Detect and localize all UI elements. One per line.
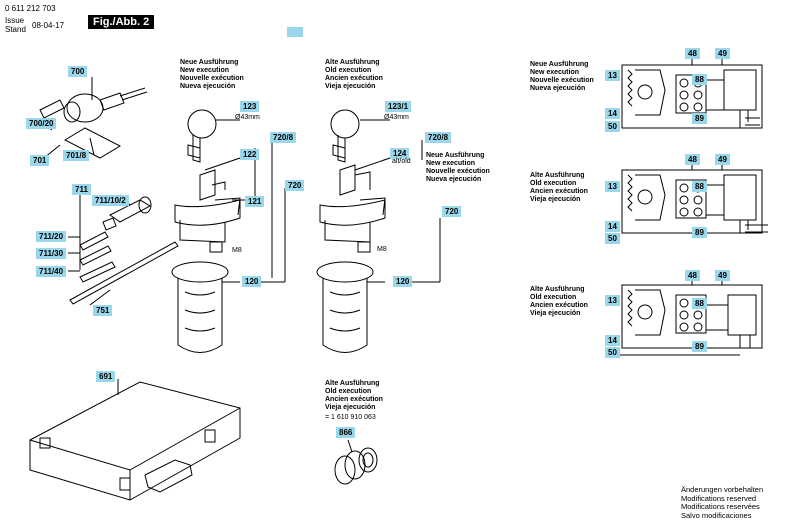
stand-label: Stand [5,25,26,34]
issue-label: Issue [5,16,25,25]
new-execution-block: Neue Ausführung New execution Nouvelle e… [180,59,244,91]
callout-720-8-b: 720/8 [425,132,452,143]
diameter-label: Ø43mm [235,114,260,121]
schematic-3-label-48: 48 [685,270,700,281]
callout-124: 124 [390,148,410,159]
text-line: Nueva ejecución [530,85,586,92]
schematic-2-label-14: 14 [605,221,620,232]
text-line: Vieja ejecución [325,404,376,411]
issue-date: 08-04-17 [32,21,65,30]
schematic-3-label-49: 49 [715,270,730,281]
text-line: Vieja ejecución [325,83,376,90]
schematic-3-text: Alte Ausführung Old execution Ancien exé… [530,286,588,318]
text-line: Neue Ausführung [180,59,239,66]
text-line: Modifications reserved [681,493,757,503]
text-line: Nouvelle exécution [530,77,594,84]
schematic-3 [620,279,763,356]
color-marker [287,27,303,37]
bottom-old-block: Alte Ausführung Old execution Ancien exé… [325,380,383,422]
schematic-2 [621,164,768,234]
callout-121: 121 [245,196,265,207]
schematic-2-label-88: 88 [692,181,707,192]
callout-701-8: 701/8 [63,150,90,161]
text-line: Old execution [530,294,577,301]
text-line: Neue Ausführung [426,152,485,159]
callout-711-20: 711/20 [36,231,67,242]
schematic-1-label-89: 89 [692,113,707,124]
schematic-2-label-13: 13 [605,181,620,192]
callout-866: 866 [336,427,356,438]
callout-700: 700 [68,66,88,77]
callout-691: 691 [96,371,116,382]
text-line: Ancien exécution [530,302,588,309]
schematic-1-text: Neue Ausführung New execution Nouvelle e… [530,61,594,93]
schematic-3-label-13: 13 [605,295,620,306]
schematic-1-label-88: 88 [692,74,707,85]
text-line: Old execution [325,67,372,74]
callout-720-b: 720 [442,206,462,217]
text-line: Änderungen vorbehalten [681,485,764,494]
text-line: Nueva ejecución [426,176,482,183]
callout-711-30: 711/30 [36,248,67,259]
text-line: Alte Ausführung [325,380,380,387]
text-line: New execution [530,69,580,76]
text-line: Ancien exécution [325,75,383,82]
text-line: Old execution [325,388,372,395]
callout-711-40: 711/40 [36,266,67,277]
callout-120-b: 120 [393,276,413,287]
text-line: New execution [180,67,230,74]
figure-label: Fig./Abb. 2 [88,15,155,29]
callout-720-8-a: 720/8 [270,132,297,143]
text-line: Nouvelle exécution [180,75,244,82]
schematic-2-label-49: 49 [715,154,730,165]
callout-120-a: 120 [242,276,262,287]
part-number: 0 611 212 703 [5,4,56,13]
thread-label: M8 [377,246,387,253]
text-line: Ancien exécution [325,396,383,403]
old-execution-block: Alte Ausführung Old execution Ancien exé… [325,59,383,91]
text-line: Salvo modificaciones [681,510,752,520]
schematic-3-label-89: 89 [692,341,707,352]
text-line: Ancien exécution [530,188,588,195]
text-line: Alte Ausführung [325,59,380,66]
callout-700-20: 700/20 [26,118,57,129]
schematic-2-label-48: 48 [685,154,700,165]
schematic-1-label-48: 48 [685,48,700,59]
callout-711-10-2: 711/10/2 [92,195,129,206]
schematic-3-label-50: 50 [605,347,620,358]
text-line: Nueva ejecución [180,83,236,90]
text-line: Modifications reservées [681,502,760,511]
schematic-2-label-50: 50 [605,233,620,244]
schematic-1-label-13: 13 [605,70,620,81]
schematic-3-label-88: 88 [692,298,707,309]
text-line: Nouvelle exécution [426,168,490,175]
text-line: New execution [426,160,476,167]
callout-122: 122 [240,149,260,160]
code-line: = 1 610 910 063 [325,414,376,421]
text-line: Alte Ausführung [530,286,585,293]
text-line: Alte Ausführung [530,172,585,179]
text-line: Neue Ausführung [530,61,589,68]
text-line: Old execution [530,180,577,187]
callout-720-a: 720 [285,180,305,191]
middle-new-block: Neue Ausführung New execution Nouvelle e… [426,152,490,184]
text-line: Vieja ejecución [530,196,581,203]
schematic-3-label-14: 14 [605,335,620,346]
callout-711: 711 [72,184,91,195]
schematic-1-label-49: 49 [715,48,730,59]
callout-123-1: 123/1 [385,101,412,112]
callout-701: 701 [30,155,50,166]
alt-old-label: alt/old [392,158,411,165]
schematic-1-label-14: 14 [605,108,620,119]
diameter-label: Ø43mm [384,114,409,121]
thread-label: M8 [232,247,242,254]
schematic-2-label-89: 89 [692,227,707,238]
footer-notice: Änderungen vorbehalten Modifications res… [681,485,764,520]
callout-123: 123 [240,101,260,112]
callout-751: 751 [93,305,113,316]
schematic-1-label-50: 50 [605,121,620,132]
schematic-2-text: Alte Ausführung Old execution Ancien exé… [530,172,588,204]
text-line: Vieja ejecución [530,310,581,317]
